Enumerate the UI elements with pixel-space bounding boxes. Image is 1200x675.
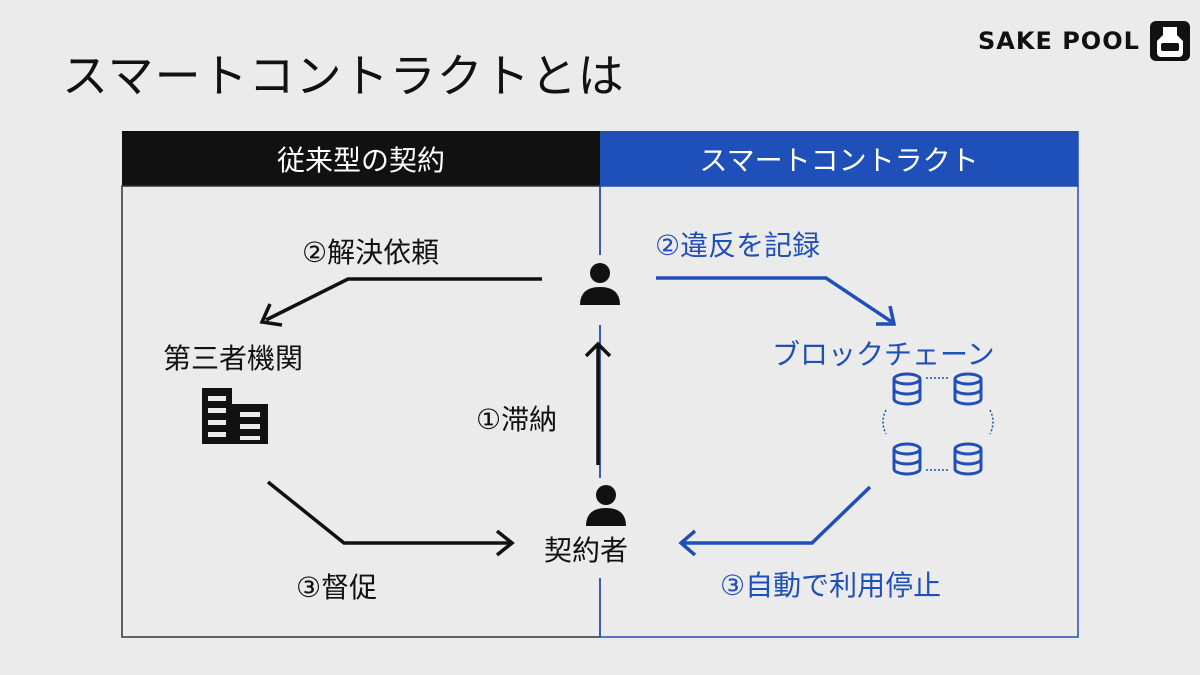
- step-request-resolution: ②解決依頼: [302, 236, 440, 269]
- logo-text: SAKE POOL: [978, 27, 1140, 55]
- smart-contract-header: スマートコントラクト: [600, 131, 1078, 186]
- arrow-request-resolution: [259, 277, 542, 327]
- database-icon: [892, 442, 922, 476]
- person-icon-contractor: [586, 485, 626, 526]
- database-icon: [892, 372, 922, 406]
- step-delinquency: ①滞納: [476, 403, 558, 436]
- logo: SAKE POOL: [978, 18, 1192, 64]
- building-icon: [202, 388, 268, 444]
- person-icon-top: [580, 263, 620, 305]
- database-icon: [953, 442, 983, 476]
- arrow-urge: [266, 480, 515, 557]
- step-record-violation: ②違反を記録: [655, 229, 821, 262]
- smart-panel: [599, 185, 1079, 638]
- page-title: スマートコントラクトとは: [62, 49, 625, 103]
- sake-cup-icon: [1149, 21, 1190, 61]
- chain-links: [882, 377, 994, 471]
- arrow-record-violation: [656, 276, 897, 326]
- step-auto-stop: ③自動で利用停止: [720, 569, 942, 602]
- arrow-delinquency: [584, 341, 612, 465]
- third-party-label: 第三者機関: [163, 342, 304, 375]
- traditional-contract-header: 従来型の契約: [122, 131, 600, 186]
- arrow-auto-stop: [678, 485, 872, 557]
- database-icon: [953, 372, 983, 406]
- blockchain-label: ブロックチェーン: [772, 338, 995, 371]
- step-urge: ③督促: [296, 571, 378, 604]
- contractor-label: 契約者: [544, 534, 629, 567]
